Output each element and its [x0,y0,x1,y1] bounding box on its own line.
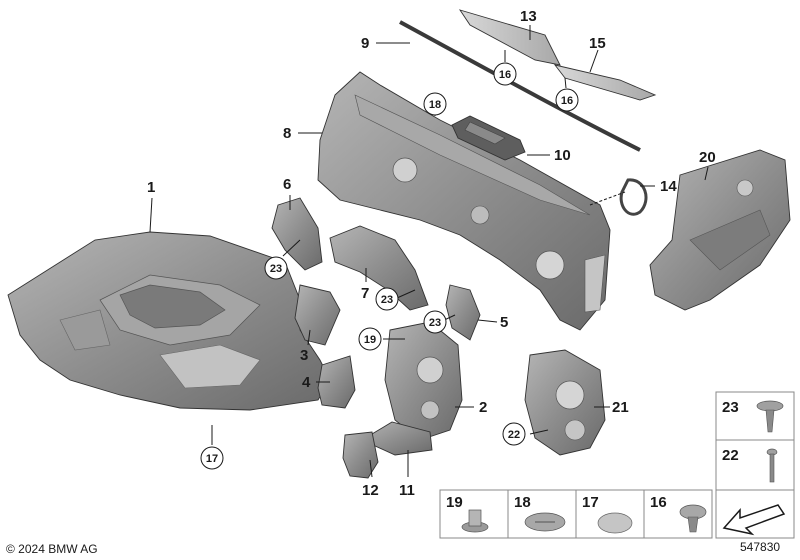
legend-item-23: 23 [722,399,784,433]
svg-text:16: 16 [561,95,573,107]
part-1-sound-insulation-bonnet [7,231,331,411]
circled-label-16b: 16 [555,88,579,112]
circled-label-17: 17 [200,446,224,470]
screw-icon [756,400,784,412]
svg-text:18: 18 [514,494,531,511]
nut-icon [468,509,482,527]
circled-label-18: 18 [423,92,447,116]
circled-label-19: 19 [358,327,382,351]
part-3-bracket [294,284,341,346]
part-12-bracket [342,431,379,479]
part-9-seal-strip [399,20,641,152]
label-part-12: 12 [362,482,379,499]
label-part-8: 8 [283,125,291,142]
label-part-6: 6 [283,176,291,193]
part-2-insulation-panel [384,321,463,441]
label-part-5: 5 [500,314,508,331]
legend-item-18: 18 [514,494,566,532]
part-6-bracket [271,197,323,271]
legend-bottom-row: 19 18 17 16 [439,489,713,539]
label-part-1: 1 [147,179,155,196]
svg-text:22: 22 [722,447,739,464]
part-21-insulation-panel [524,349,606,456]
part-11-insulation-mat [361,421,433,456]
svg-text:18: 18 [429,99,441,111]
part-10-insulation-block [451,115,526,161]
label-part-13: 13 [520,8,537,25]
svg-text:19: 19 [364,334,376,346]
svg-text:16: 16 [499,69,511,81]
svg-text:23: 23 [270,263,282,275]
svg-text:16: 16 [650,494,667,511]
part-4-bracket [317,355,356,409]
arrow-icon [722,504,786,536]
legend-item-17: 17 [582,494,633,534]
part-5-bracket [445,284,481,341]
plug-icon [597,512,633,534]
label-part-9: 9 [361,35,369,52]
label-part-21: 21 [612,399,629,416]
label-part-11: 11 [399,482,415,499]
circled-label-23b: 23 [375,287,399,311]
circled-label-23a: 23 [264,256,288,280]
legend-item-19: 19 [446,494,489,533]
label-part-14: 14 [660,178,677,195]
leader-lines [149,25,709,478]
svg-text:17: 17 [206,453,218,465]
svg-text:17: 17 [582,494,599,511]
circled-label-22: 22 [502,422,526,446]
part-8-bulkhead-insulation [317,71,611,331]
label-part-10: 10 [554,147,571,164]
legend-item-16: 16 [650,494,707,533]
label-part-3: 3 [300,347,308,364]
part-7-wheel-arch-insulation [329,225,429,311]
svg-text:22: 22 [508,429,520,441]
copyright-notice: © 2024 BMW AG [6,542,98,556]
svg-text:19: 19 [446,494,463,511]
svg-text:23: 23 [381,294,393,306]
part-15-insulation-strip [553,64,657,101]
part-14-grommet-ring [619,178,648,216]
legend-right-column: 23 22 [715,391,795,539]
svg-text:23: 23 [722,399,739,416]
svg-text:23: 23 [429,317,441,329]
legend-item-22: 22 [722,447,778,483]
part-13-insulation-strip [458,9,561,66]
part-20-side-insulation [649,149,791,311]
label-part-20: 20 [699,149,716,166]
label-part-4: 4 [302,374,311,391]
circled-label-16a: 16 [493,62,517,86]
circled-label-23c: 23 [423,310,447,334]
label-part-2: 2 [479,399,487,416]
label-part-7: 7 [361,285,369,302]
label-part-15: 15 [589,35,606,52]
diagram-id: 547830 [740,540,781,554]
